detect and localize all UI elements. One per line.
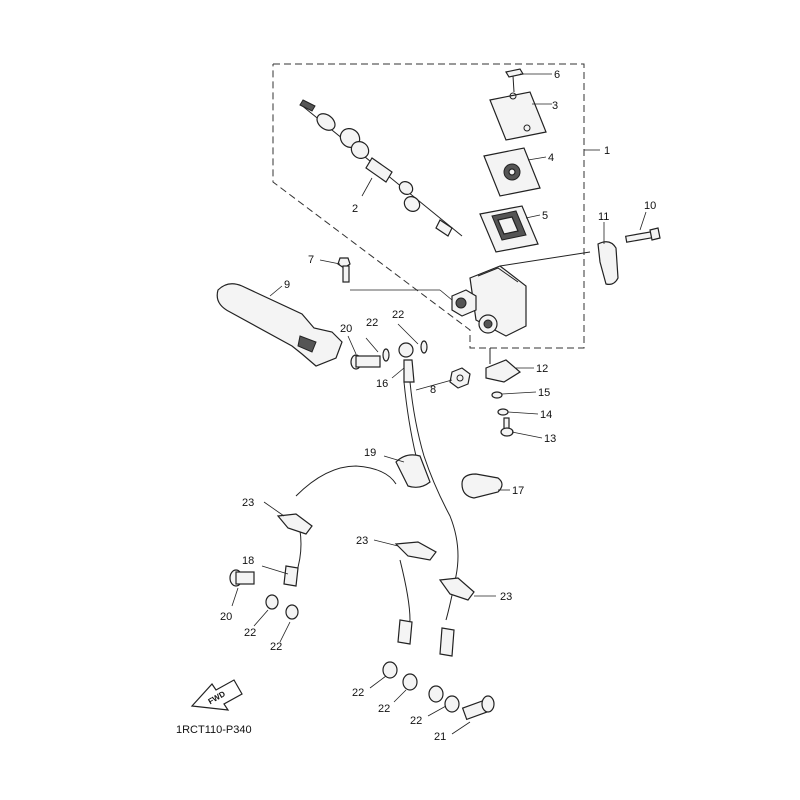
copper-washer-caliper-c[interactable]	[428, 685, 444, 703]
callout-10[interactable]: 10	[644, 200, 656, 212]
callout-3[interactable]: 3	[552, 100, 558, 112]
callout-19[interactable]: 19	[364, 447, 376, 459]
callout-6[interactable]: 6	[554, 69, 560, 81]
copper-washer-lower-a[interactable]	[265, 594, 279, 610]
brake-switch[interactable]	[485, 348, 522, 383]
diagram-part-code: 1RCT110-P340	[176, 724, 252, 736]
switch-screw[interactable]	[500, 417, 514, 437]
switch-washer[interactable]	[491, 391, 503, 399]
handlebar-holder[interactable]	[597, 241, 619, 285]
callout-21[interactable]: 21	[434, 731, 446, 743]
callout-22-upper-b[interactable]: 22	[392, 309, 404, 321]
copper-washer-lower-b[interactable]	[285, 604, 299, 620]
callout-23-left[interactable]: 23	[242, 497, 254, 509]
copper-washer-caliper-d[interactable]	[444, 695, 460, 713]
piston-kit[interactable]	[299, 99, 463, 237]
hose-clip-middle[interactable]	[394, 541, 437, 561]
callout-15[interactable]: 15	[538, 387, 550, 399]
fwd-arrow-icon: FWD	[190, 679, 243, 711]
callout-22-caliper-b[interactable]: 22	[378, 703, 390, 715]
callout-4[interactable]: 4	[548, 152, 554, 164]
callout-1[interactable]: 1	[604, 145, 610, 157]
copper-washer-caliper-b[interactable]	[402, 673, 418, 691]
hose-clamp[interactable]	[461, 473, 503, 499]
diaphragm[interactable]	[479, 205, 539, 253]
diaphragm-plate[interactable]	[483, 147, 541, 197]
callout-2[interactable]: 2	[352, 203, 358, 215]
union-bolt-upper[interactable]	[350, 354, 381, 370]
callout-7[interactable]: 7	[308, 254, 314, 266]
callout-13[interactable]: 13	[544, 433, 556, 445]
lever-nut[interactable]	[449, 367, 471, 389]
callout-5[interactable]: 5	[542, 210, 548, 222]
callout-22-upper-a[interactable]: 22	[366, 317, 378, 329]
brake-lever[interactable]	[216, 283, 343, 367]
copper-washer-upper-a[interactable]	[382, 348, 390, 362]
callout-23-middle[interactable]: 23	[356, 535, 368, 547]
callout-20-upper[interactable]: 20	[340, 323, 352, 335]
callout-22-caliper-c[interactable]: 22	[410, 715, 422, 727]
hose-clip-left[interactable]	[276, 513, 313, 535]
callout-16[interactable]: 16	[376, 378, 388, 390]
callout-17[interactable]: 17	[512, 485, 524, 497]
callout-8[interactable]: 8	[430, 384, 436, 396]
brake-hose-lower[interactable]	[283, 465, 455, 657]
cap-screw[interactable]	[505, 68, 524, 93]
callout-14[interactable]: 14	[540, 409, 552, 421]
callout-22-lower-a[interactable]: 22	[244, 627, 256, 639]
callout-labels: 1 2 3 4 5 6 7 8 9 10 11 12 13 14 15 16 1…	[220, 69, 656, 743]
callout-12[interactable]: 12	[536, 363, 548, 375]
pivot-bolt[interactable]	[337, 257, 453, 301]
reservoir-cap[interactable]	[489, 91, 547, 141]
master-cylinder-body[interactable]	[451, 251, 591, 337]
callout-18[interactable]: 18	[242, 555, 254, 567]
leader-lines	[231, 73, 647, 735]
union-bolt-caliper[interactable]	[461, 695, 495, 721]
callout-22-caliper-a[interactable]: 22	[352, 687, 364, 699]
callout-11[interactable]: 11	[598, 211, 609, 223]
switch-spring-washer[interactable]	[497, 408, 509, 416]
copper-washer-caliper-a[interactable]	[382, 661, 398, 679]
callout-22-lower-b[interactable]: 22	[270, 641, 282, 653]
holder-bolt[interactable]	[624, 227, 661, 243]
hose-clip-right[interactable]	[438, 577, 475, 601]
hose-protector[interactable]	[395, 454, 431, 488]
union-bolt-lower[interactable]	[229, 569, 255, 587]
master-cylinder-assembly-boundary	[272, 63, 585, 349]
callout-9[interactable]: 9	[284, 279, 290, 291]
callout-23-right[interactable]: 23	[500, 591, 512, 603]
callout-20-lower[interactable]: 20	[220, 611, 232, 623]
copper-washer-upper-b[interactable]	[420, 340, 428, 354]
